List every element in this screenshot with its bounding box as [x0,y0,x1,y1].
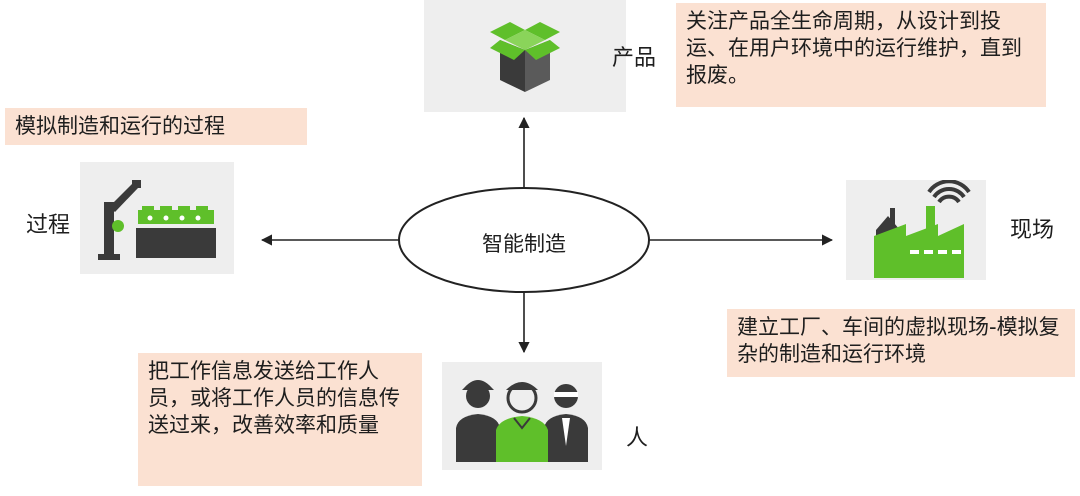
center-label: 智能制造 [482,232,566,256]
people-description: 把工作信息发送给工作人员，或将工作人员的信息传送过来，改善效率和质量 [138,353,422,486]
site-label: 现场 [1010,218,1055,243]
workers-icon [456,380,588,462]
site-tile [846,179,986,280]
robot-arm-conveyor-icon [98,180,216,260]
smart-factory-icon [874,179,971,278]
people-label: 人 [626,426,649,451]
open-box-icon [490,22,560,92]
site-description: 建立工厂、车间的虚拟现场-模拟复杂的制造和运行环境 [727,309,1075,377]
process-label: 过程 [26,213,71,238]
process-description: 模拟制造和运行的过程 [5,108,307,145]
product-label: 产品 [612,46,657,71]
people-tile [442,362,602,470]
process-tile [80,162,234,274]
product-description: 关注产品全生命周期，从设计到投运、在用户环境中的运行维护，直到报废。 [676,3,1046,107]
product-tile [424,0,626,112]
